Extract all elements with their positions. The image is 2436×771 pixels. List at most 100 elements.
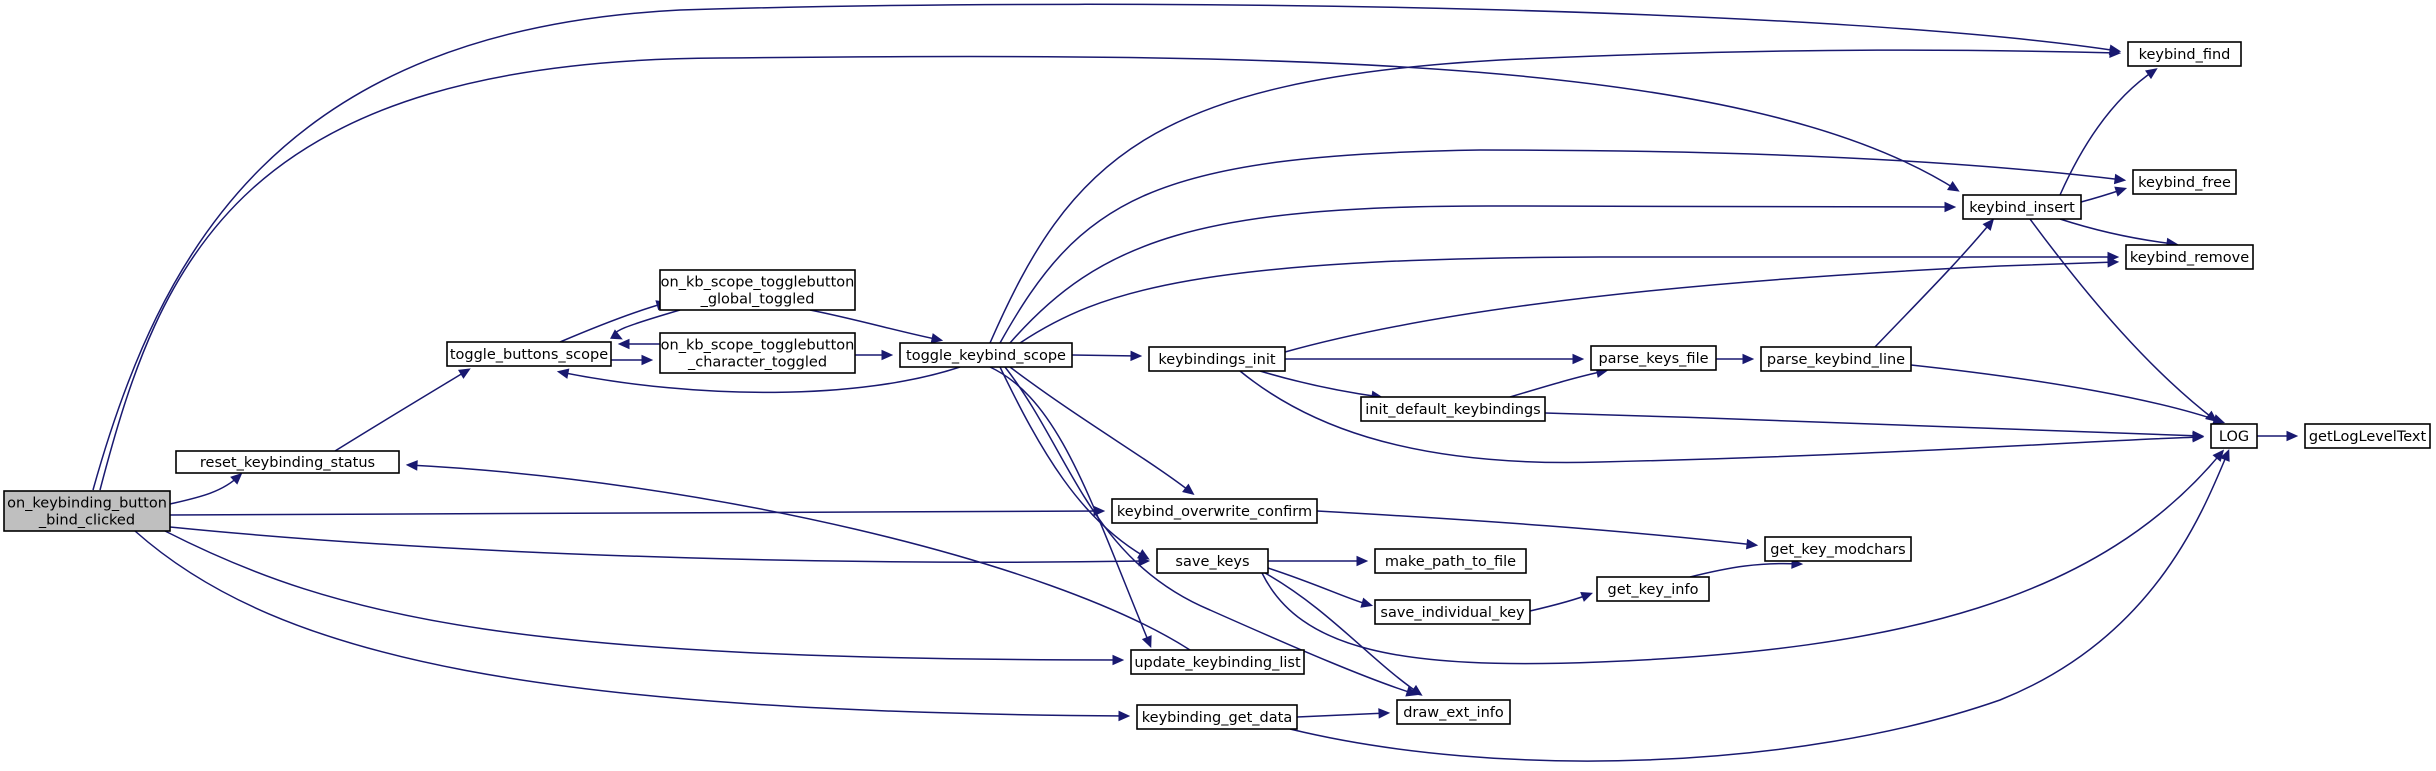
node-get_modchars[interactable]: get_key_modchars (1764, 536, 1912, 562)
edge-line (1910, 364, 2223, 423)
edge-kb_character-to-toggle_keybind (855, 349, 894, 361)
node-kb_remove[interactable]: keybind_remove (2125, 244, 2254, 270)
edge-get_data-to-log (1289, 449, 2230, 762)
arrow-head (1137, 549, 1150, 560)
node-label: LOG (2219, 429, 2249, 445)
edge-line (169, 510, 1103, 516)
arrow-head (1182, 483, 1195, 495)
edge-line (1874, 220, 1993, 348)
node-get_data[interactable]: keybinding_get_data (1136, 704, 1298, 730)
edge-toggle_keybind-to-toggle_buttons (556, 366, 961, 394)
node-save_individual[interactable]: save_individual_key (1374, 599, 1531, 625)
node-root[interactable]: on_keybinding_button_bind_clicked (3, 490, 171, 532)
node-kb_global[interactable]: on_kb_scope_togglebutton_global_toggled (659, 269, 856, 311)
node-box (2210, 423, 2258, 449)
node-toggle_keybind[interactable]: toggle_keybind_scope (899, 342, 1073, 368)
node-label: save_individual_key (1380, 605, 1525, 621)
edge-line (2059, 218, 2176, 245)
node-label: keybind_find (2139, 47, 2231, 63)
node-label: keybind_overwrite_confirm (1117, 504, 1312, 520)
edge-kb_insert-to-kb_free (2080, 186, 2128, 203)
edge-line (1284, 261, 2117, 353)
node-box (899, 342, 1073, 368)
edge-get_key_info-to-get_modchars (1689, 558, 1804, 578)
node-label: get_key_info (1608, 582, 1699, 598)
node-get_key_info[interactable]: get_key_info (1596, 576, 1710, 602)
edge-line (1071, 354, 1140, 357)
edge-root-to-reset_status (169, 472, 243, 505)
node-label: _bind_clicked (38, 513, 135, 529)
edge-toggle_keybind-to-kb_remove (1019, 251, 2120, 344)
node-loglevel[interactable]: getLogLevelText (2304, 423, 2431, 449)
arrow-head (2219, 449, 2230, 462)
node-label: parse_keybind_line (1767, 352, 1905, 368)
arrow-head (1944, 201, 1957, 213)
edge-toggle_keybind-to-kb_insert (1009, 201, 1957, 344)
arrow-head (2109, 47, 2122, 59)
node-parse_line[interactable]: parse_keybind_line (1760, 346, 1912, 372)
edge-root-to-kb_insert (99, 55, 1960, 491)
edge-line (1289, 451, 2229, 762)
node-make_path[interactable]: make_path_to_file (1374, 548, 1527, 574)
node-box (2127, 41, 2242, 67)
node-kb_find[interactable]: keybind_find (2127, 41, 2242, 67)
edge-update_list-to-reset_status (405, 460, 1191, 651)
node-overwrite[interactable]: keybind_overwrite_confirm (1111, 498, 1318, 524)
edge-root-to-kb_find (92, 3, 2122, 491)
node-box (659, 332, 856, 374)
node-toggle_buttons[interactable]: toggle_buttons_scope (446, 341, 612, 367)
node-parse_file[interactable]: parse_keys_file (1590, 345, 1717, 371)
edge-line (1316, 510, 1756, 546)
node-box (3, 490, 171, 532)
edge-line (1009, 366, 1193, 494)
node-box (1590, 345, 1717, 371)
node-box (1962, 194, 2082, 220)
arrow-head (556, 368, 570, 379)
edge-root-to-get_data (134, 530, 1131, 722)
node-box (2304, 423, 2431, 449)
edge-root-to-save_keys (169, 526, 1151, 567)
node-box (1396, 699, 1511, 725)
node-save_keys[interactable]: save_keys (1156, 548, 1269, 574)
node-box (175, 450, 400, 474)
edge-line (1009, 205, 1954, 344)
node-kb_init[interactable]: keybindings_init (1148, 346, 1286, 372)
arrow-head (1118, 710, 1131, 722)
node-box (446, 341, 612, 367)
node-kb_character[interactable]: on_kb_scope_togglebutton_character_toggl… (659, 332, 856, 374)
node-label: keybind_remove (2130, 250, 2249, 266)
node-init_default[interactable]: init_default_keybindings (1360, 396, 1546, 422)
edge-save_individual-to-get_key_info (1529, 592, 1594, 612)
edge-save_keys-to-draw_ext (1264, 572, 1423, 696)
node-label: toggle_buttons_scope (450, 347, 608, 363)
edge-line (989, 49, 2119, 344)
node-label: reset_keybinding_status (200, 455, 375, 471)
edge-line (1529, 593, 1591, 612)
edge-line (1509, 370, 1606, 398)
arrow-head (1360, 597, 1374, 608)
node-draw_ext[interactable]: draw_ext_info (1396, 699, 1511, 725)
node-label: toggle_keybind_scope (906, 348, 1066, 364)
edge-kb_init-to-kb_remove (1284, 257, 2120, 353)
edge-line (2059, 69, 2156, 196)
node-box (1136, 704, 1298, 730)
edge-line (989, 366, 1151, 646)
edge-overwrite-to-get_modchars (1316, 510, 1759, 550)
edge-line (134, 530, 1128, 717)
node-box (1764, 536, 1912, 562)
node-reset_status[interactable]: reset_keybinding_status (175, 450, 400, 474)
node-label: on_kb_scope_togglebutton (661, 275, 855, 291)
edge-toggle_keybind-to-save_keys (999, 366, 1150, 560)
node-label: keybind_insert (1969, 200, 2075, 216)
edge-root-to-overwrite (169, 505, 1106, 517)
node-label: update_keybinding_list (1134, 655, 1301, 671)
node-log[interactable]: LOG (2210, 423, 2258, 449)
edge-line (334, 369, 469, 452)
node-kb_insert[interactable]: keybind_insert (1962, 194, 2082, 220)
node-update_list[interactable]: update_keybinding_list (1130, 649, 1305, 675)
node-kb_free[interactable]: keybind_free (2132, 169, 2237, 195)
arrow-head (2114, 186, 2128, 197)
edge-kb_character-to-toggle_buttons (617, 338, 660, 350)
edge-toggle_keybind-to-kb_free (999, 149, 2127, 344)
edge-line (1019, 256, 2116, 344)
